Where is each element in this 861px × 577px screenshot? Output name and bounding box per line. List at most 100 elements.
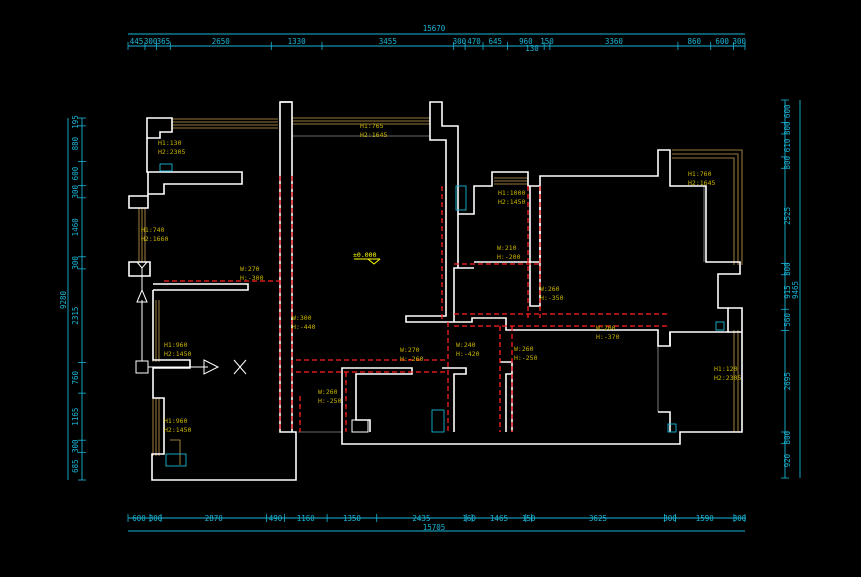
annotation-1-l1: H1:130 bbox=[158, 139, 182, 147]
annotation-7-l1: W:260 bbox=[540, 285, 560, 293]
left-total-label: 9280 bbox=[59, 290, 68, 309]
annotation-6-l1: W:210 bbox=[497, 244, 517, 252]
windows bbox=[138, 117, 743, 465]
annotation-14-l1: W:260 bbox=[318, 388, 338, 396]
annotation-0-l2: H2:1645 bbox=[360, 131, 387, 139]
window-bottom-left bbox=[170, 439, 181, 465]
bottom-seg-label: 300 bbox=[149, 514, 163, 523]
annotation-12-l2: H:-250 bbox=[514, 354, 538, 362]
annotation-1-l2: H2:2305 bbox=[158, 148, 185, 156]
bottom-seg-label: 2870 bbox=[205, 514, 224, 523]
annotation-7-l2: H:-350 bbox=[540, 294, 564, 302]
annotation-2-l2: H2:1660 bbox=[141, 235, 168, 243]
annotation-13-l1: W:260 bbox=[596, 324, 616, 332]
annotation-8-l1: W:300 bbox=[292, 314, 312, 322]
bottom-seg-label: 300 bbox=[733, 514, 747, 523]
x-axis-icon bbox=[233, 359, 247, 375]
fixtures bbox=[159, 163, 725, 467]
top-total-label: 15670 bbox=[423, 24, 446, 33]
wall-right-outer bbox=[341, 307, 743, 445]
annotation-15-l1: H1:120 bbox=[714, 365, 738, 373]
north-arrow-icon bbox=[136, 261, 148, 303]
window-top-left bbox=[172, 118, 278, 129]
annotation-8-l2: H:-440 bbox=[292, 323, 316, 331]
left-seg-label: 1165 bbox=[71, 408, 80, 426]
window-left bbox=[138, 208, 146, 262]
annotation-4-l1: H1:760 bbox=[688, 170, 712, 178]
annotation-3-l1: H1:1000 bbox=[498, 189, 525, 197]
top-seg-label: 1330 bbox=[288, 37, 307, 46]
annotation-9-l2: H2:1450 bbox=[164, 350, 191, 358]
top-seg-label: 300 bbox=[453, 37, 467, 46]
right-seg-label: 610 bbox=[783, 138, 792, 152]
top-seg-label: 300 bbox=[733, 37, 747, 46]
fixture-vent-3 bbox=[667, 423, 677, 433]
top-seg-label: 960 bbox=[519, 37, 533, 46]
window-mid-top bbox=[494, 177, 528, 185]
section-cut-lines bbox=[164, 176, 668, 432]
window-left-lower bbox=[152, 300, 160, 456]
bottom-seg-label: 2435 bbox=[412, 514, 430, 523]
bottom-seg-label: 160 bbox=[462, 514, 476, 523]
annotation-9-l1: H1:960 bbox=[164, 341, 188, 349]
top-seg-label: 470 bbox=[467, 37, 481, 46]
left-seg-label: 300 bbox=[71, 256, 80, 270]
annotation-10-l1: W:270 bbox=[400, 346, 420, 354]
bottom-seg-label: 3625 bbox=[589, 514, 607, 523]
right-seg-label: 300 bbox=[783, 121, 792, 135]
level-triangle-icon bbox=[354, 258, 381, 265]
right-total-label: 9465 bbox=[791, 281, 800, 299]
annotations: H1:765 H2:1645 H1:130 H2:2305 H1:740 H2:… bbox=[141, 122, 741, 434]
reference-lines bbox=[292, 135, 705, 433]
annotation-5-l1: W:270 bbox=[240, 265, 260, 273]
wall-center-column bbox=[529, 186, 541, 307]
top-seg-label: 445 bbox=[130, 37, 144, 46]
wall-left-upper-2 bbox=[128, 138, 243, 209]
annotation-14-l2: H:-250 bbox=[318, 397, 342, 405]
annotation-13-l2: H:-370 bbox=[596, 333, 620, 341]
fixture-vent-2 bbox=[715, 321, 725, 331]
right-seg-label: 920 bbox=[783, 453, 792, 467]
left-dimension-chain: 9280 19588060030014603002315760116530068… bbox=[59, 115, 86, 481]
fixture-vent-1 bbox=[159, 163, 173, 172]
annotation-2-l1: H1:740 bbox=[141, 226, 165, 234]
top-seg-label: 3455 bbox=[379, 37, 397, 46]
annotation-5-l2: H:-300 bbox=[240, 274, 264, 282]
annotation-4-l2: H2:1645 bbox=[688, 179, 715, 187]
window-right-top bbox=[672, 149, 743, 265]
top-seg-label: 300 bbox=[144, 37, 158, 46]
left-seg-label: 600 bbox=[71, 166, 80, 180]
right-seg-label: 300 bbox=[783, 155, 792, 169]
left-seg-label: 880 bbox=[71, 136, 80, 150]
fixture-box bbox=[351, 419, 369, 433]
wall-bottom-interior bbox=[341, 361, 513, 432]
wall-center-upper bbox=[280, 101, 741, 347]
top-seg-label: 600 bbox=[715, 37, 729, 46]
annotation-11-l1: W:240 bbox=[456, 341, 476, 349]
left-seg-label: 1460 bbox=[71, 218, 80, 237]
left-seg-label: 300 bbox=[71, 184, 80, 198]
left-seg-label: 685 bbox=[71, 459, 80, 473]
right-seg-label: 915 bbox=[783, 285, 792, 299]
bottom-seg-label: 600 bbox=[132, 514, 146, 523]
fixture-vent-4 bbox=[165, 453, 187, 467]
top-seg-label: 645 bbox=[489, 37, 503, 46]
level-marker: ±0.000 bbox=[353, 251, 381, 265]
top-sub-label: 130 bbox=[525, 44, 539, 53]
wall-left-upper bbox=[146, 117, 173, 139]
level-marker-label: ±0.000 bbox=[353, 251, 377, 259]
annotation-15-l2: H2:2305 bbox=[714, 374, 741, 382]
bottom-seg-label: 1350 bbox=[343, 514, 362, 523]
right-seg-label: 300 bbox=[783, 262, 792, 276]
bottom-seg-label: 1465 bbox=[490, 514, 508, 523]
annotation-16-l2: H2:1450 bbox=[164, 426, 191, 434]
walls bbox=[128, 101, 743, 481]
annotation-10-l2: H:-260 bbox=[400, 355, 424, 363]
bottom-seg-label: 1590 bbox=[696, 514, 715, 523]
right-seg-label: 300 bbox=[783, 430, 792, 444]
